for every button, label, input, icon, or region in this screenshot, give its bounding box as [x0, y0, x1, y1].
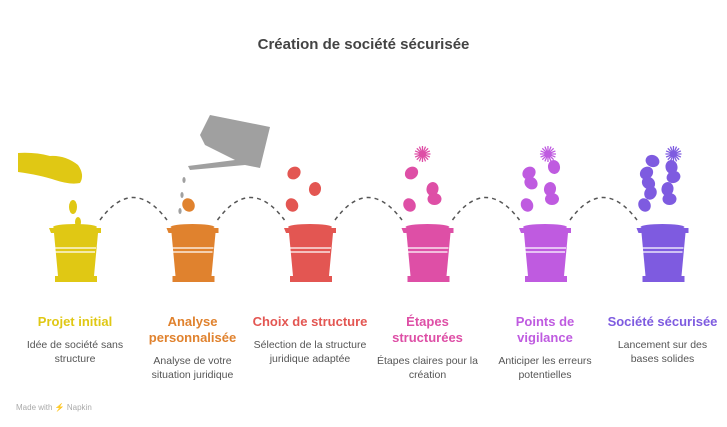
dashed-connector	[99, 196, 168, 221]
flower-icon: ✺	[664, 142, 682, 167]
step-description: Idée de société sans structure	[26, 339, 124, 365]
leaf-icon	[522, 166, 536, 180]
seed-icon	[75, 217, 81, 227]
step-title: Choix de structure	[252, 314, 368, 329]
watering-can-icon	[188, 115, 270, 170]
pot-icon	[401, 228, 454, 282]
leaf-icon	[287, 166, 301, 180]
pot-icon	[519, 228, 571, 282]
step-description: Étapes claires pour la création	[377, 355, 478, 381]
step-description: Lancement sur des bases solides	[617, 339, 708, 365]
step-title: Analyse personnalisée	[148, 314, 237, 345]
pot-icon	[166, 228, 219, 282]
step-description: Analyse de votre situation juridique	[151, 355, 234, 381]
step-description: Anticiper les erreurs potentielles	[498, 355, 592, 381]
step-title: Société sécurisée	[607, 314, 718, 329]
water-drop-icon	[180, 192, 184, 198]
pot-icon	[636, 228, 689, 282]
seed-icon	[69, 200, 77, 214]
leaf-icon	[661, 182, 674, 196]
leaf-icon	[520, 198, 534, 212]
diagram-title: Création de société sécurisée	[257, 36, 470, 53]
soil	[288, 224, 332, 230]
leaf-icon	[645, 154, 660, 168]
soil	[523, 224, 567, 230]
leaf-icon	[182, 198, 195, 212]
soil	[405, 224, 450, 230]
leaf-icon	[644, 186, 657, 200]
step-title: Étapes structurées	[392, 314, 463, 345]
leaf-icon	[662, 193, 677, 205]
pot-icon	[49, 228, 101, 282]
leaf-icon	[427, 193, 442, 205]
leaf-icon	[403, 198, 416, 212]
leaf-icon	[543, 182, 557, 196]
soil	[640, 224, 685, 230]
leaf-icon	[308, 182, 322, 196]
water-drop-icon	[178, 208, 182, 214]
flower-icon: ✺	[539, 142, 557, 167]
leaf-icon	[641, 176, 656, 190]
step-title: Projet initial	[37, 314, 113, 329]
leaf-icon	[404, 166, 419, 180]
leaf-icon	[524, 176, 538, 190]
napkin-watermark: Made with ⚡ Napkin	[16, 403, 92, 412]
dashed-connector	[569, 196, 638, 221]
step-title: Points de vigilance	[515, 314, 575, 345]
dashed-connector	[451, 196, 521, 221]
dashed-connector	[334, 196, 403, 221]
leaf-icon	[426, 182, 439, 196]
dashed-connector	[216, 196, 286, 221]
leaf-icon	[547, 160, 561, 174]
water-drop-icon	[182, 177, 186, 183]
pot-icon	[284, 228, 336, 282]
leaf-icon	[665, 160, 678, 174]
soil	[170, 224, 215, 230]
soil	[53, 224, 97, 230]
step-description: Sélection de la structure juridique adap…	[253, 339, 367, 365]
flower-icon: ✺	[413, 142, 431, 167]
leaf-icon	[285, 198, 299, 212]
leaf-icon	[639, 166, 654, 180]
leaf-icon	[638, 198, 651, 212]
leaf-icon	[545, 193, 559, 205]
leaf-icon	[666, 170, 681, 184]
hand-icon	[18, 152, 83, 184]
